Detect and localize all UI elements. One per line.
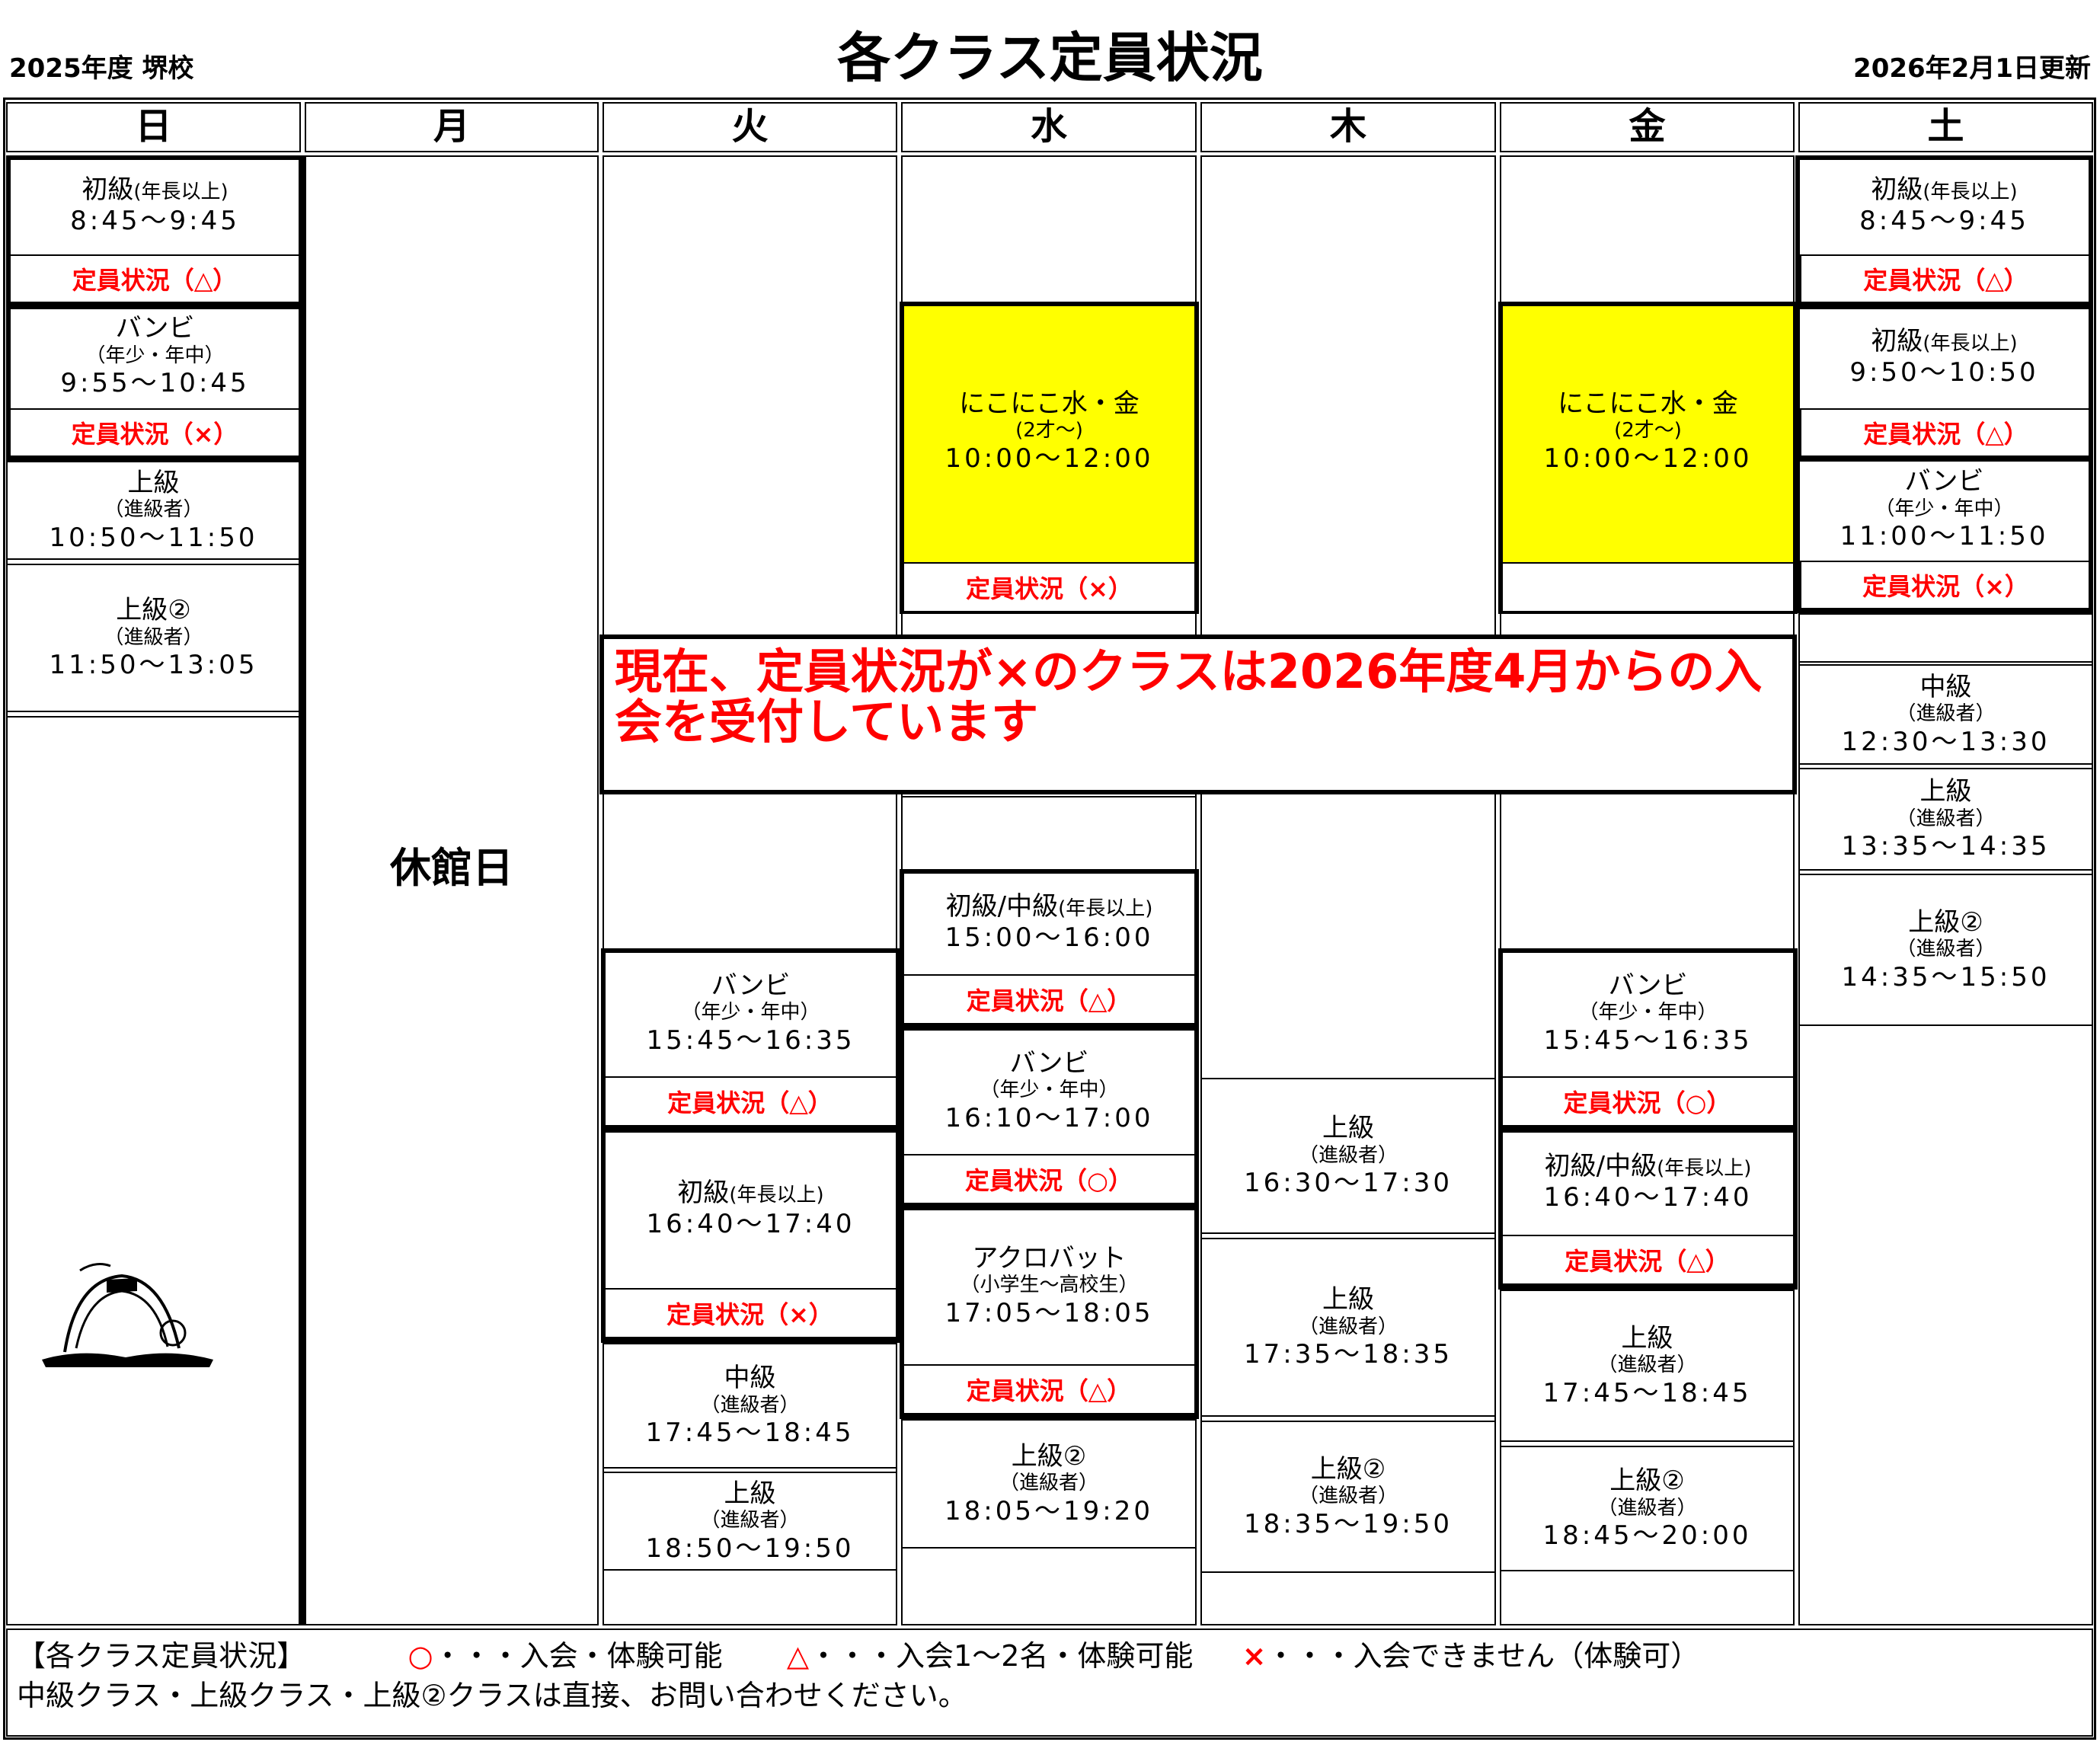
class-block: 初級(年長以上) 9:50～10:50 xyxy=(1795,305,2093,461)
column-tue xyxy=(603,155,897,1625)
status-label: 定員状況（△） xyxy=(1800,254,2092,303)
class-block: にこにこ水・金 (2才～) 10:00～12:00 xyxy=(900,302,1199,614)
day-header-tue: 火 xyxy=(603,102,897,152)
empty-slot xyxy=(1798,613,2093,663)
closed-day-label: 休館日 xyxy=(390,844,513,892)
empty-slot xyxy=(6,716,301,1625)
status-label: 定員状況（△） xyxy=(1500,1235,1795,1285)
legend-cross-text: ・・・入会できません（体験可） xyxy=(1266,1639,1700,1673)
class-block: にこにこ水・金 (2才～) 10:00～12:00 xyxy=(1498,302,1798,614)
class-block: 初級(年長以上) 16:40～17:40 xyxy=(601,1128,900,1343)
class-block: 上級 （進級者） 17:45～18:45 xyxy=(1500,1290,1795,1442)
legend-heading: 【各クラス定員状況】 xyxy=(17,1639,306,1673)
class-block: 初級/中級(年長以上) 16:40～17:40 xyxy=(1498,1128,1798,1290)
legend-circle-text: ・・・入会・体験可能 xyxy=(433,1639,723,1673)
status-label: 定員状況（○） xyxy=(901,1154,1197,1204)
class-block: 中級 （進級者） 17:45～18:45 xyxy=(603,1343,897,1469)
day-header-sat: 土 xyxy=(1798,102,2093,152)
class-block: 上級② （進級者） 18:35～19:50 xyxy=(1200,1421,1496,1573)
day-header-mon: 月 xyxy=(305,102,599,152)
legend-triangle-mark: △ xyxy=(786,1639,810,1673)
day-header-wed: 水 xyxy=(901,102,1197,152)
class-block: 上級② （進級者） 11:50～13:05 xyxy=(6,564,301,712)
class-block: 中級 （進級者） 12:30～13:30 xyxy=(1798,664,2093,765)
empty-status-slot xyxy=(1503,562,1793,611)
divider xyxy=(299,155,305,1625)
class-block: 上級② （進級者） 14:35～15:50 xyxy=(1798,874,2093,1026)
legend-box: 【各クラス定員状況】 ○・・・入会・体験可能 △・・・入会1～2名・体験可能 ×… xyxy=(6,1629,2093,1737)
status-label: 定員状況（△） xyxy=(8,254,302,303)
legend-circle-mark: ○ xyxy=(408,1639,433,1673)
column-fri xyxy=(1500,155,1795,1625)
class-block: 上級 （進級者） 10:50～11:50 xyxy=(6,461,301,560)
status-label: 定員状況（△） xyxy=(603,1076,897,1127)
class-block: 上級② （進級者） 18:45～20:00 xyxy=(1500,1446,1795,1571)
column-thu xyxy=(1200,155,1496,1625)
status-label: 定員状況（×） xyxy=(8,408,302,457)
class-block: 上級② （進級者） 18:05～19:20 xyxy=(901,1419,1197,1549)
legend-cross-mark: × xyxy=(1242,1639,1267,1673)
updated-date: 2026年2月1日更新 xyxy=(1853,53,2091,84)
class-block: 初級/中級(年長以上) 15:00～16:00 xyxy=(900,869,1199,1029)
legend-triangle-text: ・・・入会1～2名・体験可能 xyxy=(809,1639,1194,1673)
status-label: 定員状況（△） xyxy=(901,974,1197,1024)
day-header-sun: 日 xyxy=(6,102,301,152)
class-block: アクロバット （小学生～高校生） 17:05～18:05 xyxy=(900,1206,1199,1419)
legend-note: 中級クラス・上級クラス・上級②クラスは直接、お問い合わせください。 xyxy=(17,1679,967,1712)
empty-slot xyxy=(901,796,1197,872)
page-title: 各クラス定員状況 xyxy=(837,27,1263,89)
gymnast-bridge-illustration xyxy=(42,1263,213,1367)
enrollment-notice: 現在、定員状況が×のクラスは2026年度4月からの入会を受付しています xyxy=(599,634,1797,794)
year-school-label: 2025年度 堺校 xyxy=(9,53,194,84)
day-header-fri: 金 xyxy=(1500,102,1795,152)
status-label: 定員状況（×） xyxy=(603,1288,897,1338)
class-block: バンビ （年少・年中） 11:00～11:50 xyxy=(1795,457,2093,613)
status-label: 定員状況（○） xyxy=(1500,1076,1795,1127)
class-block: 上級 （進級者） 18:50～19:50 xyxy=(603,1472,897,1571)
status-label: 定員状況（×） xyxy=(904,562,1194,611)
column-mon xyxy=(305,155,599,1625)
class-block: 上級 （進級者） 17:35～18:35 xyxy=(1200,1238,1496,1417)
schedule-frame xyxy=(3,97,2096,1740)
status-label: 定員状況（△） xyxy=(901,1364,1197,1414)
class-block: 上級 （進級者） 13:35～14:35 xyxy=(1798,768,2093,871)
class-block: 上級 （進級者） 16:30～17:30 xyxy=(1200,1078,1496,1234)
status-label: 定員状況（×） xyxy=(1800,561,2092,609)
day-header-thu: 木 xyxy=(1200,102,1496,152)
status-label: 定員状況（△） xyxy=(1800,408,2092,457)
